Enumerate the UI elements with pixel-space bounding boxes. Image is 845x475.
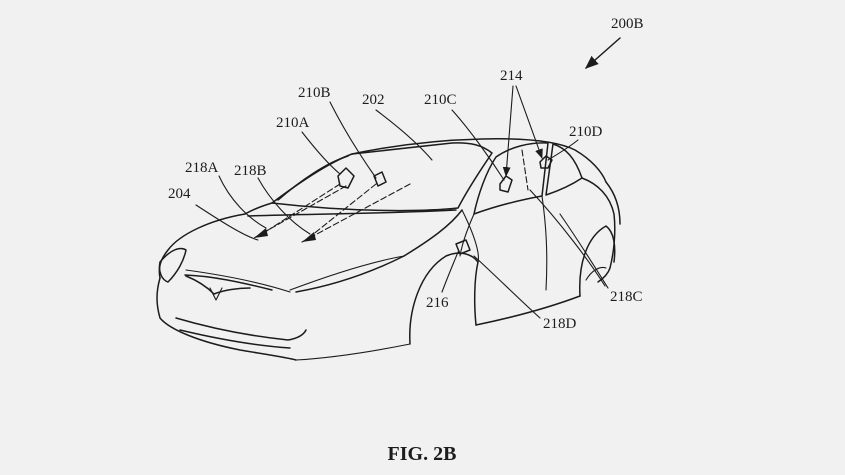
sensor-210c	[499, 175, 513, 193]
ref-204: 204	[168, 186, 191, 202]
leader-lines	[195, 85, 609, 319]
ref-218a: 218A	[185, 160, 219, 176]
figure-pointer-arrow	[584, 37, 621, 69]
ref-218c: 218C	[610, 289, 643, 305]
side-window-front	[473, 142, 549, 215]
sensor-216	[455, 239, 471, 255]
ref-216: 216	[426, 295, 449, 311]
ref-202: 202	[362, 92, 385, 108]
sensor-210a	[337, 167, 355, 189]
ref-200b: 200B	[611, 16, 644, 32]
beam-head-218b	[302, 232, 316, 242]
ref-218d: 218D	[543, 316, 577, 332]
sensor-210d	[539, 155, 553, 169]
ref-210a: 210A	[276, 115, 310, 131]
ref-210b: 210B	[298, 85, 331, 101]
ref-210d: 210D	[569, 124, 603, 140]
ref-210c: 210C	[424, 92, 457, 108]
windshield-202	[271, 142, 493, 212]
ref-214: 214	[500, 68, 523, 84]
car-body-outline	[156, 138, 621, 361]
beam-head-218a	[254, 228, 268, 238]
figure-caption: FIG. 2B	[388, 443, 457, 465]
sensor-210b	[373, 171, 387, 187]
ref-218b: 218B	[234, 163, 267, 179]
sensing-beams	[253, 149, 529, 243]
